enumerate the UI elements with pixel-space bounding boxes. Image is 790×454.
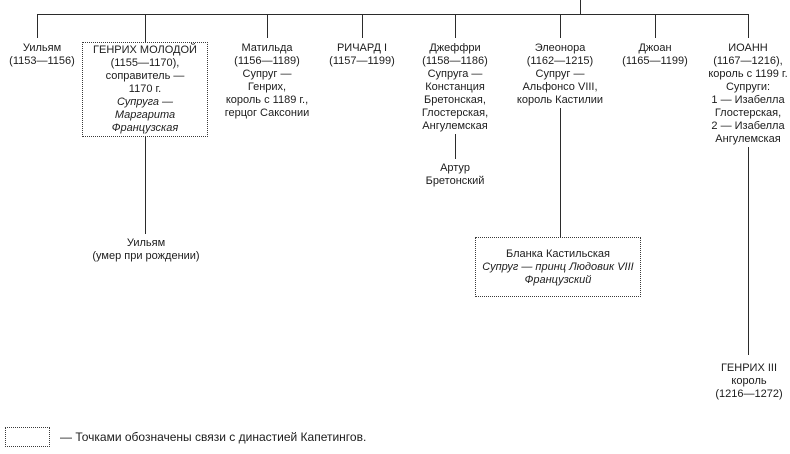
node-richard-i: РИЧАРД I (1157—1199)	[329, 42, 395, 67]
node-william-1: Уильям (1153—1156)	[9, 42, 75, 67]
connector-drop-john	[748, 14, 749, 38]
node-john: ИОАНН (1167—1216), король с 1199 г. Супр…	[708, 42, 788, 145]
node-henry-the-young: ГЕНРИХ МОЛОДОЙ (1155—1170), соправитель …	[82, 42, 208, 137]
legend-dotted-box-sample	[5, 427, 50, 447]
connector-drop-eleanor	[560, 14, 561, 38]
node-matilda: Матильда (1156—1189) Супруг — Генрих, ко…	[224, 42, 310, 119]
node-geoffrey: Джеффри (1158—1186) Супруга — Констанция…	[421, 42, 489, 132]
connector-geoffrey-to-arthur	[455, 134, 456, 159]
connector-drop-william1	[37, 14, 38, 38]
connector-drop-joan	[655, 14, 656, 38]
connector-henry-young-to-william2	[145, 137, 146, 234]
node-arthur-of-brittany: Артур Бретонский	[425, 162, 485, 187]
node-henry-iii: ГЕНРИХ III король (1216—1272)	[715, 362, 783, 400]
connector-parent-stub	[580, 0, 581, 14]
connector-drop-henry-young	[145, 14, 146, 42]
node-william-2: Уильям (умер при рождении)	[92, 237, 200, 262]
connector-drop-richard	[362, 14, 363, 38]
connector-john-to-henry3	[748, 147, 749, 355]
connector-drop-geoffrey	[455, 14, 456, 38]
node-blanche-of-castile: Бланка Кастильская Супруг — принц Людови…	[475, 237, 641, 297]
node-eleanor: Элеонора (1162—1215) Супруг — Альфонсо V…	[516, 42, 604, 106]
connector-drop-matilda	[267, 14, 268, 38]
node-joan: Джоан (1165—1199)	[622, 42, 688, 67]
connector-bus	[37, 14, 749, 15]
connector-eleanor-to-blanca	[560, 108, 561, 237]
legend-caption: — Точками обозначены связи с династией К…	[60, 430, 367, 444]
